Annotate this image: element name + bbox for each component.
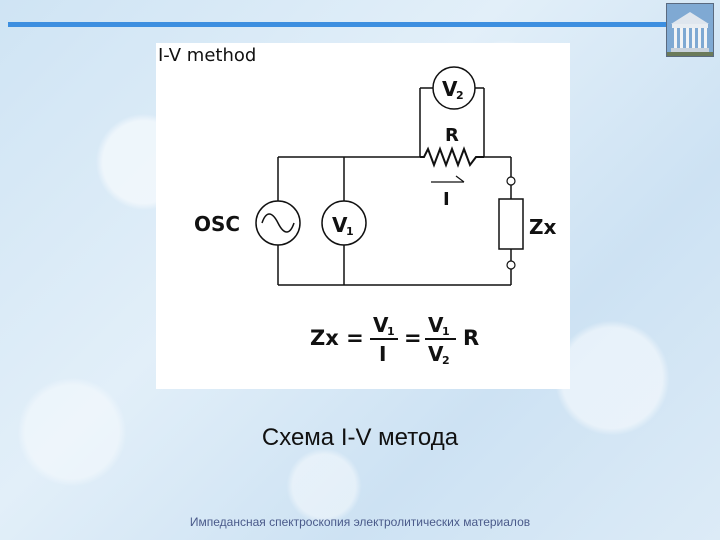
logo xyxy=(666,3,714,57)
formula-factor: R xyxy=(463,326,479,350)
iv-method-diagram: I-V method R I V 2 xyxy=(156,43,570,389)
formula-frac2-den: V xyxy=(428,342,444,366)
circuit-wires xyxy=(277,87,512,286)
slide-caption: Схема I-V метода xyxy=(261,424,459,451)
formula-lhs: Zx = xyxy=(310,326,364,350)
v1-subscript: 1 xyxy=(346,225,354,238)
formula-frac1-num-sub: 1 xyxy=(387,325,395,338)
voltmeter-v1 xyxy=(321,200,367,246)
formula-frac1-num: V xyxy=(373,313,389,337)
diagram-title: I-V method xyxy=(158,45,256,66)
osc-label: OSC xyxy=(194,212,240,236)
v2-label: V xyxy=(442,77,458,101)
formula-frac2-num-sub: 1 xyxy=(442,325,450,338)
resistor-symbol xyxy=(420,146,484,168)
terminal-top xyxy=(506,176,516,186)
resistor-label: R xyxy=(445,125,459,146)
building-icon xyxy=(667,4,713,56)
v2-subscript: 2 xyxy=(456,89,464,102)
current-arrow-icon xyxy=(431,175,465,183)
impedance-formula: Zx = V 1 I = V 1 V 2 R xyxy=(310,313,479,367)
load-zx-box xyxy=(498,198,524,250)
formula-frac2-num: V xyxy=(428,313,444,337)
load-zx-label: Zx xyxy=(529,215,557,239)
terminal-bottom xyxy=(506,260,516,270)
accent-bar xyxy=(8,22,668,27)
formula-frac1-den: I xyxy=(379,342,386,366)
formula-equals: = xyxy=(404,326,422,350)
slide-footer: Импедансная спектроскопия электролитичес… xyxy=(189,515,531,529)
sine-wave-icon xyxy=(261,213,295,233)
current-label: I xyxy=(443,189,450,210)
voltmeter-v2 xyxy=(432,66,476,110)
formula-frac2-den-sub: 2 xyxy=(442,354,450,367)
v1-label: V xyxy=(332,213,348,237)
